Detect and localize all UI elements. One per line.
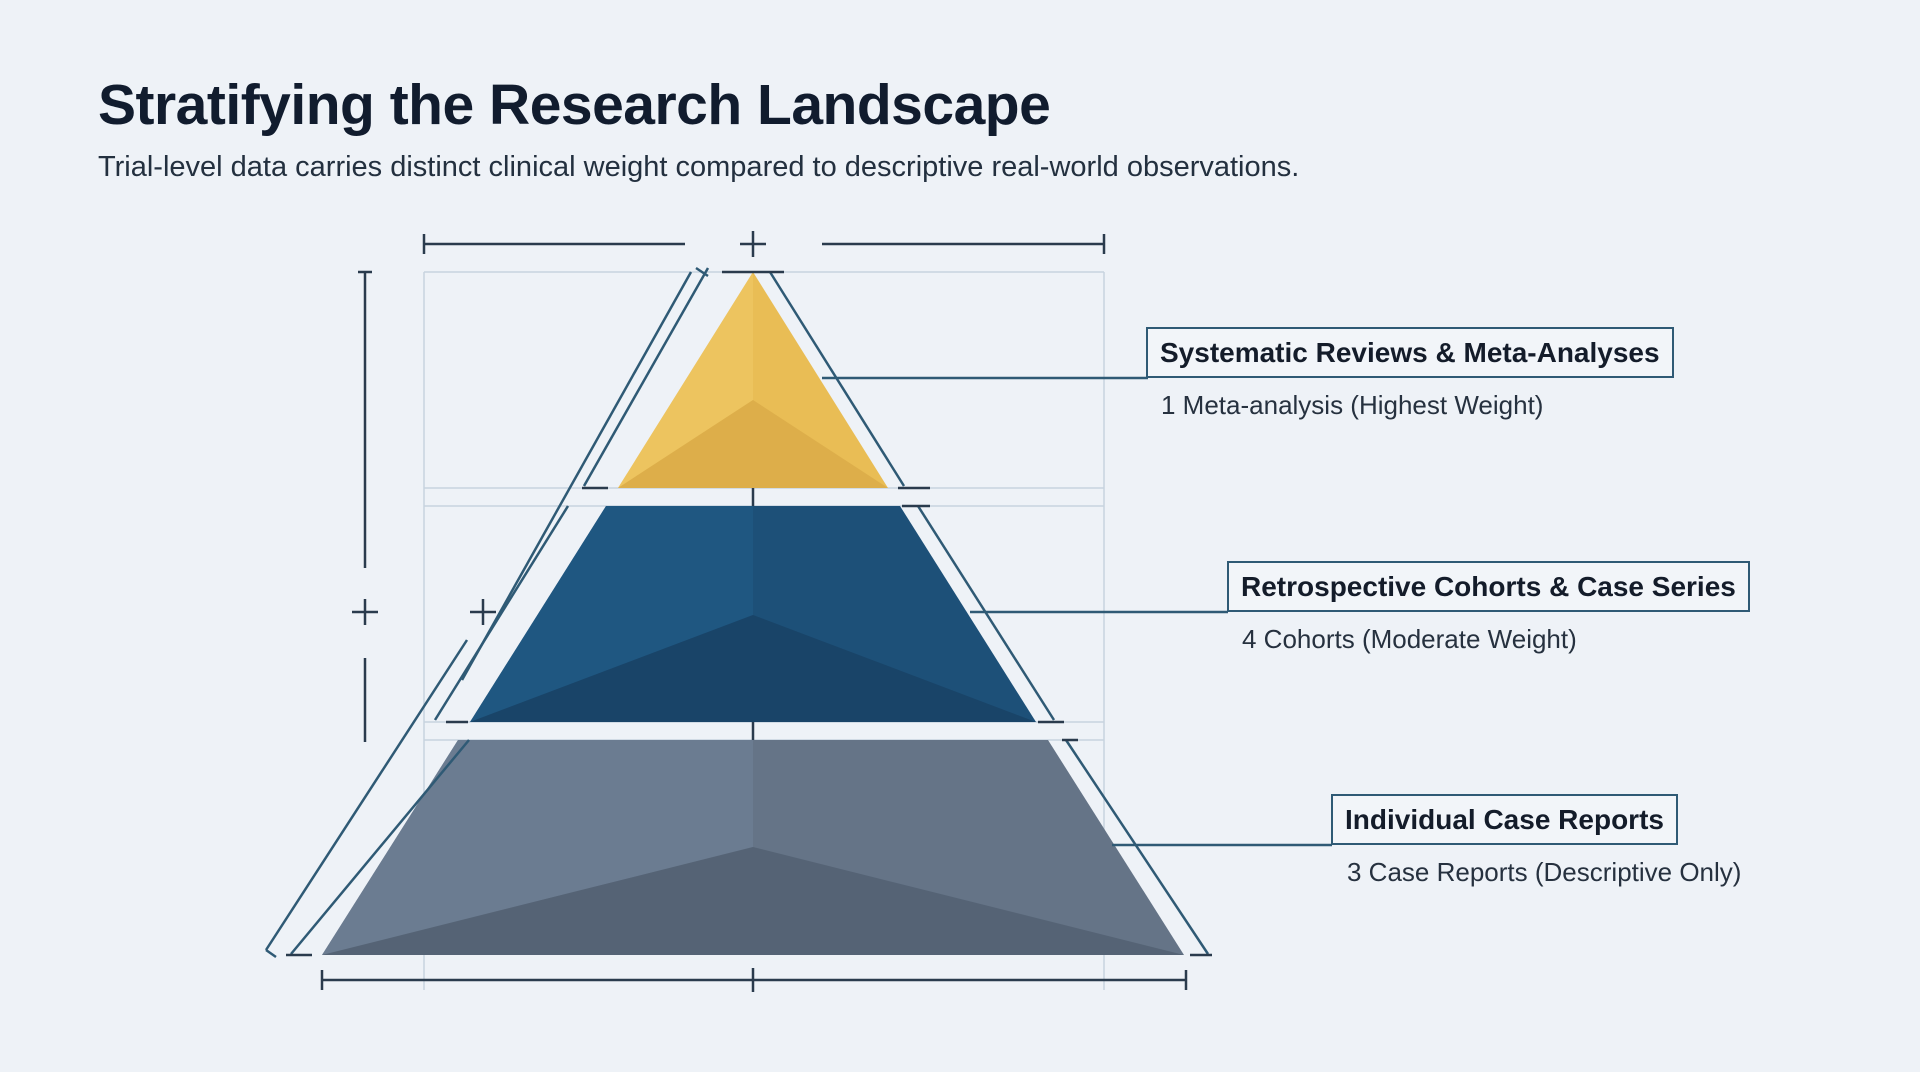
joint-caps <box>286 270 1212 957</box>
pyramid-tier-top <box>618 272 888 488</box>
tier-label-case-reports: Individual Case Reports <box>1331 794 1678 845</box>
page-subtitle: Trial-level data carries distinct clinic… <box>98 151 1300 183</box>
pyramid-tier-middle <box>470 506 1036 722</box>
tier-description-case-reports: 3 Case Reports (Descriptive Only) <box>1347 857 1742 887</box>
page-title: Stratifying the Research Landscape <box>98 73 1051 137</box>
dimension-marks <box>320 231 1188 990</box>
pyramid-tier-bottom <box>322 740 1184 955</box>
tier-description-retrospective-cohorts: 4 Cohorts (Moderate Weight) <box>1242 624 1577 654</box>
tier-label-systematic-reviews: Systematic Reviews & Meta-Analyses <box>1146 327 1674 378</box>
outline-rails <box>264 266 1210 959</box>
tier-description-systematic-reviews: 1 Meta-analysis (Highest Weight) <box>1161 390 1544 420</box>
leader-lines <box>822 376 1332 847</box>
tier-label-retrospective-cohorts: Retrospective Cohorts & Case Series <box>1227 561 1750 612</box>
